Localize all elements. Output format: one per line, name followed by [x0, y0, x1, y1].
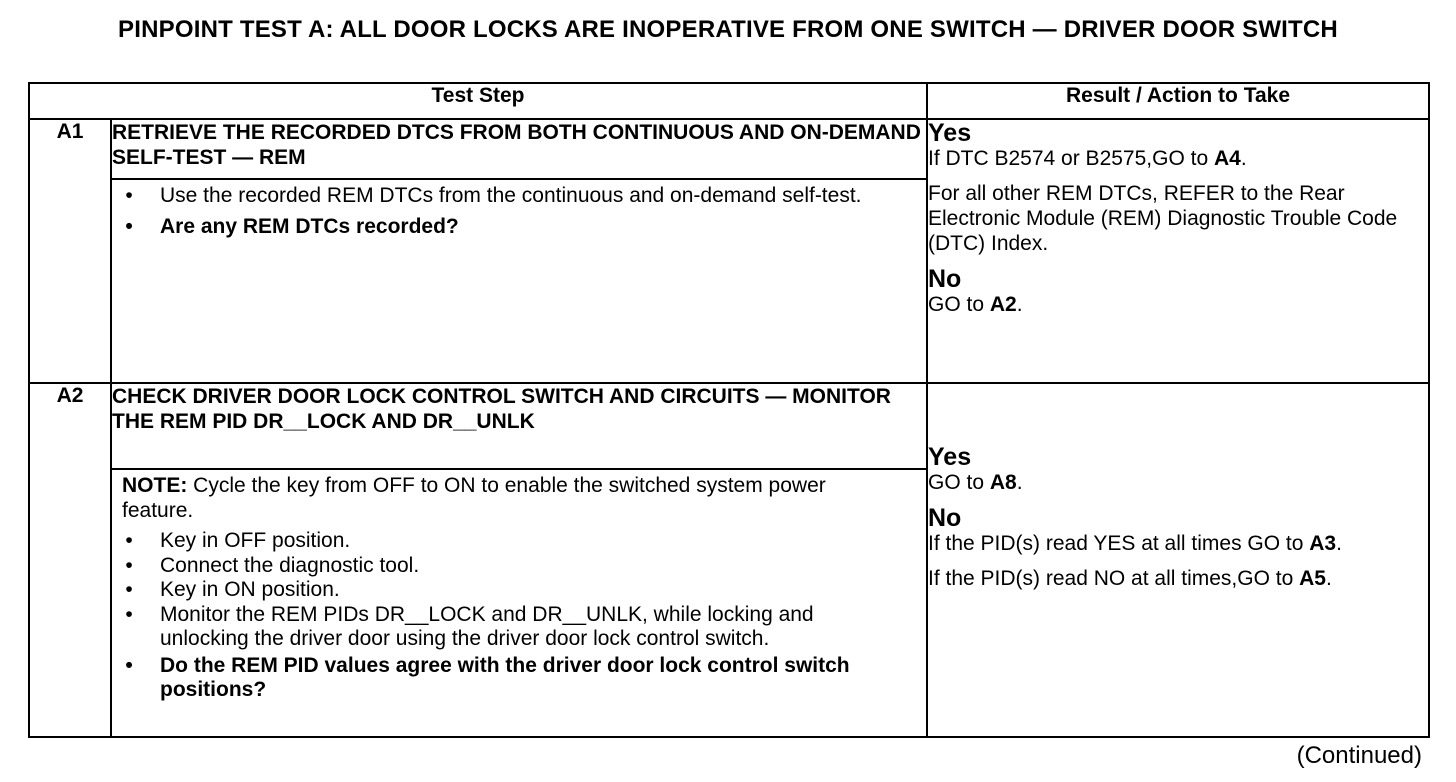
step-a2-body: NOTE: Cycle the key from OFF to ON to en… [110, 468, 928, 738]
step-a2-heading-row: A2 CHECK DRIVER DOOR LOCK CONTROL SWITCH… [28, 382, 1430, 738]
bullet-dot: • [125, 602, 133, 626]
a2-bullet-1: • Key in OFF position. [122, 529, 886, 554]
bullet-dot: • [125, 529, 133, 552]
page-title: PINPOINT TEST A: ALL DOOR LOCKS ARE INOP… [118, 16, 1338, 43]
a2-note: NOTE: Cycle the key from OFF to ON to en… [122, 474, 886, 523]
note-text: Cycle the key from OFF to ON to enable t… [122, 474, 826, 522]
bullet-dot: • [125, 184, 133, 207]
a2-bullet-2-text: Connect the diagnostic tool. [160, 553, 420, 577]
step-a1-id-spacer [28, 179, 112, 384]
a2-bullet-5-text: Do the REM PID values agree with the dri… [160, 653, 850, 702]
a1-bullet-2-text: Are any REM DTCs recorded? [160, 214, 459, 238]
a2-yes-1-suffix: . [1016, 471, 1023, 494]
step-a1-heading: RETRIEVE THE RECORDED DTCS FROM BOTH CON… [110, 118, 928, 180]
a1-bullet-2: • Are any REM DTCs recorded? [122, 215, 886, 240]
column-header-result: Result / Action to Take [926, 82, 1430, 120]
column-header-test-step: Test Step [28, 82, 928, 120]
a1-yes-1-text: If DTC B2574 or B2575,GO to [928, 147, 1214, 170]
a1-bullet-1-text: Use the recorded REM DTCs from the conti… [160, 184, 862, 207]
step-a2-result: Yes GO to A8. No If the PID(s) read YES … [926, 382, 1430, 738]
a2-yes-line-1: GO to A8. [928, 470, 1428, 495]
step-a1-body-row: • Use the recorded REM DTCs from the cont… [28, 178, 1429, 384]
bullet-dot: • [125, 553, 133, 577]
step-a1-body: • Use the recorded REM DTCs from the cont… [110, 178, 928, 384]
a1-no-1-suffix: . [1016, 293, 1023, 316]
a1-yes-1-suffix: . [1240, 147, 1247, 170]
a2-no-2-target: A5 [1299, 567, 1326, 590]
bullet-dot: • [125, 578, 133, 601]
a2-yes-1-text: GO to [928, 471, 990, 494]
a2-no-label: No [928, 504, 962, 532]
a1-yes-1-target: A4 [1213, 147, 1241, 170]
a1-bullet-1: • Use the recorded REM DTCs from the cont… [122, 184, 886, 209]
a1-yes-label: Yes [928, 119, 972, 147]
a2-bullet-1-text: Key in OFF position. [160, 529, 351, 552]
step-a1-heading-row: A1 RETRIEVE THE RECORDED DTCS FROM BOTH … [28, 118, 1430, 384]
header-row: Test Step Result / Action to Take [28, 82, 1430, 120]
step-id-a1: A1 [28, 118, 112, 179]
a2-yes-1-target: A8 [989, 471, 1017, 494]
a2-bullet-4-text: Monitor the REM PIDs DR__LOCK and DR__UN… [160, 602, 814, 651]
a2-bullet-5: • Do the REM PID values agree with the dr… [122, 654, 886, 703]
a2-no-1-target: A3 [1309, 532, 1337, 555]
pinpoint-test-table: Test Step Result / Action to Take A1 RET… [28, 82, 1430, 738]
a1-yes-line-1: If DTC B2574 or B2575,GO to A4. [928, 146, 1428, 171]
a2-yes-label: Yes [928, 443, 972, 471]
step-a2-id-spacer [28, 469, 112, 738]
continued-label: (Continued) [1296, 742, 1422, 769]
step-id-a2: A2 [28, 382, 112, 469]
step-a2-heading: CHECK DRIVER DOOR LOCK CONTROL SWITCH AN… [110, 382, 928, 470]
a2-no-2-suffix: . [1325, 567, 1332, 590]
a2-bullet-2: • Connect the diagnostic tool. [122, 554, 886, 579]
a2-bullet-4: • Monitor the REM PIDs DR__LOCK and DR__U… [122, 603, 886, 652]
note-label: NOTE: [122, 474, 188, 497]
a2-no-2-text: If the PID(s) read NO at all times,GO to [928, 567, 1300, 590]
a2-no-line-1: If the PID(s) read YES at all times GO t… [928, 531, 1428, 556]
a1-no-line-1: GO to A2. [928, 292, 1428, 317]
a2-no-1-suffix: . [1336, 532, 1342, 555]
a2-no-line-2: If the PID(s) read NO at all times,GO to… [928, 566, 1428, 591]
a1-no-1-text: GO to [928, 293, 990, 316]
step-a2-body-row: NOTE: Cycle the key from OFF to ON to en… [28, 468, 1429, 738]
a2-bullet-3: • Key in ON position. [122, 578, 886, 603]
bullet-dot: • [125, 653, 133, 677]
a1-no-label: No [928, 265, 962, 293]
step-a1-result: Yes If DTC B2574 or B2575,GO to A4. For … [926, 118, 1430, 384]
a1-no-1-target: A2 [989, 293, 1017, 316]
a2-no-1-text: If the PID(s) read YES at all times GO t… [928, 532, 1310, 555]
bullet-dot: • [125, 214, 133, 238]
a1-yes-line-2: For all other REM DTCs, REFER to the Rea… [928, 182, 1398, 255]
a2-bullet-3-text: Key in ON position. [160, 578, 340, 601]
